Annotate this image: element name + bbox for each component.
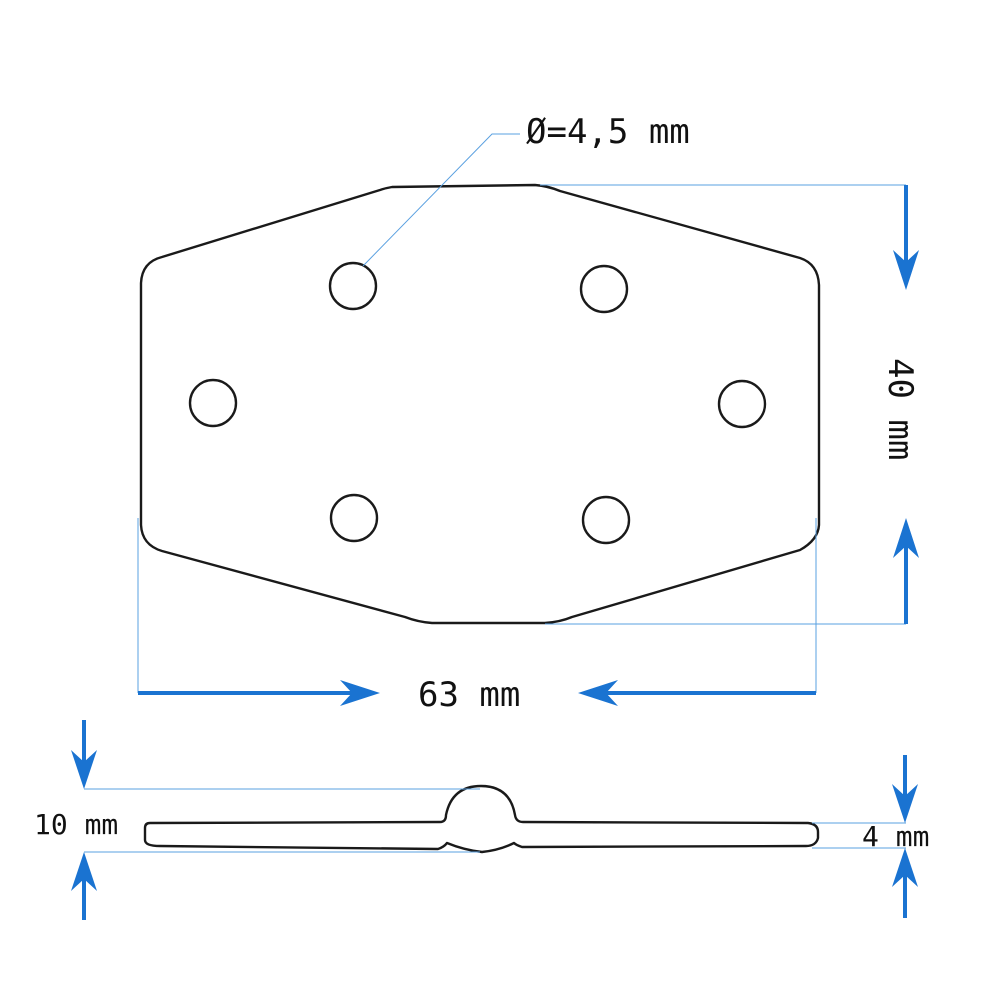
side-profile-outline (143, 784, 820, 854)
mounting-hole-bottom-left (329, 493, 379, 543)
mounting-hole-bottom-right (581, 495, 631, 545)
mounting-hole-left (188, 378, 238, 428)
height-dimension: 40 mm (540, 184, 920, 625)
arrow-head-up-icon (71, 852, 97, 891)
leader-line (362, 133, 520, 267)
height-label: 40 mm (880, 358, 920, 460)
arrow-head-left-icon (578, 680, 618, 706)
plate-top-view (139, 183, 821, 625)
plate-thickness-dimension: 4 mm (812, 755, 929, 918)
mounting-hole-top-right (579, 264, 629, 314)
arrow-head-up-icon (893, 518, 919, 558)
plate-outline (139, 183, 821, 625)
mounting-hole-right (717, 379, 767, 429)
plate-side-view (143, 784, 820, 854)
plate-thickness-label: 4 mm (862, 820, 929, 853)
hole-diameter-label: Ø=4,5 mm (526, 112, 690, 152)
mounting-hole-top-left (328, 261, 378, 311)
hole-diameter-callout: Ø=4,5 mm (362, 112, 690, 267)
arrow-head-up-icon (892, 848, 918, 887)
arrow-head-down-icon (71, 750, 97, 789)
total-thickness-label: 10 mm (34, 808, 118, 841)
arrow-head-down-icon (892, 784, 918, 823)
arrow-head-down-icon (893, 250, 919, 290)
total-thickness-dimension: 10 mm (34, 720, 480, 920)
width-label: 63 mm (418, 675, 520, 715)
width-dimension: 63 mm (137, 518, 817, 715)
arrow-head-right-icon (340, 680, 380, 706)
